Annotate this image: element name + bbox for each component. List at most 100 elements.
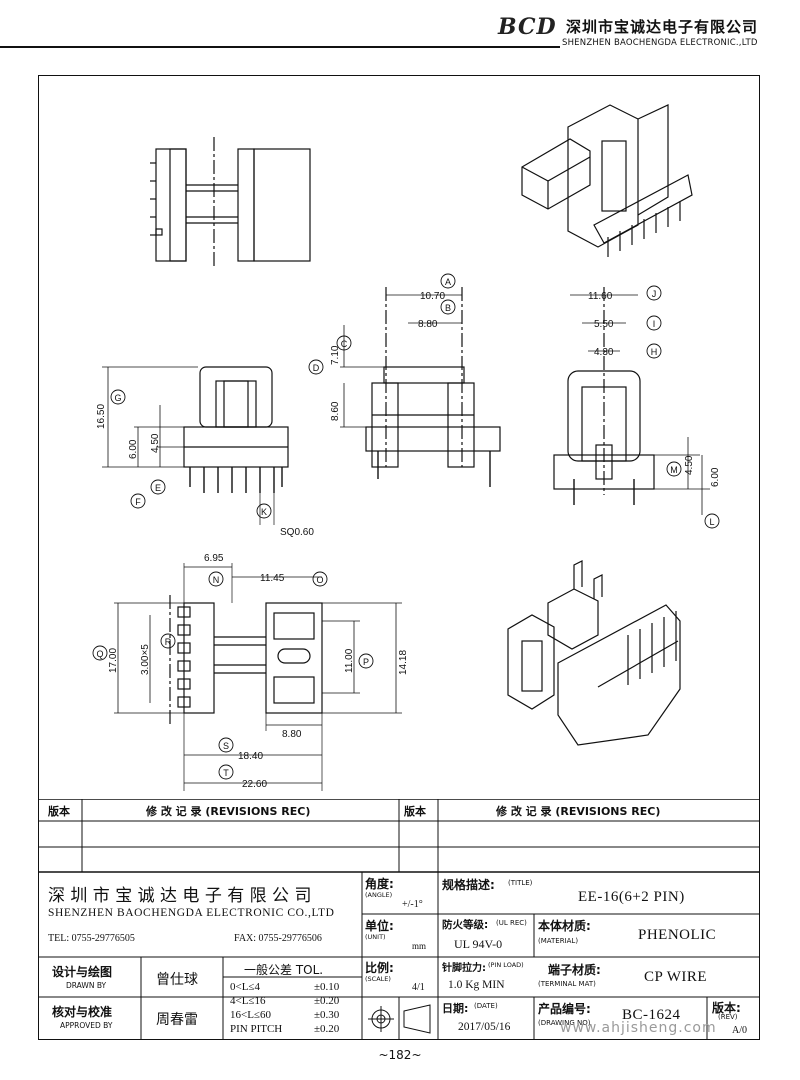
tol-range-4: PIN PITCH	[230, 1023, 283, 1035]
front-view	[102, 366, 289, 525]
title-value: EE-16(6+2 PIN)	[578, 889, 685, 905]
company-fax: FAX: 0755-29776506	[234, 933, 322, 944]
dim-side-h2: 8.60	[330, 401, 341, 421]
dim-right-h1: 4.50	[684, 455, 695, 475]
side-view	[340, 287, 501, 487]
balloon-c: C	[341, 339, 348, 349]
balloon-j: J	[652, 289, 657, 299]
scale-value: 4/1	[412, 982, 425, 993]
tol-range-2: 4<L≤16	[230, 995, 266, 1007]
scale-label-en: (SCALE)	[365, 975, 391, 983]
tol-value-4: ±0.20	[314, 1023, 340, 1035]
balloon-n: N	[213, 575, 220, 585]
dim-bot-l3: 22.60	[242, 779, 267, 790]
rev-col-rec-1: 修 改 记 录 (REVISIONS REC)	[146, 805, 311, 818]
rev-label-en: (REV)	[718, 1013, 738, 1021]
unit-label-en: (UNIT)	[365, 933, 386, 941]
approved-by-label-en: APPROVED BY	[60, 1021, 113, 1030]
pinload-label-en: (PIN LOAD)	[488, 961, 524, 969]
company-name-en: SHENZHEN BAOCHENGDA ELECTRONIC.,LTD	[562, 38, 758, 48]
tol-value-2: ±0.20	[314, 995, 340, 1007]
company-tel: TEL: 0755-29776505	[48, 933, 135, 944]
material-value: PHENOLIC	[638, 927, 717, 943]
dim-right-h2: 6.00	[710, 467, 721, 487]
header-rule	[0, 46, 560, 48]
tol-range-1: 0<L≤4	[230, 981, 260, 993]
end-view	[553, 287, 710, 515]
dim-side-h1: 7.10	[330, 345, 341, 365]
date-value: 2017/05/16	[458, 1021, 511, 1033]
page-header: BCD 深圳市宝诚达电子有限公司 SHENZHEN BAOCHENGDA ELE…	[0, 0, 800, 60]
dim-bot-h3: 14.18	[398, 650, 409, 675]
dim-right-w3: 4.30	[594, 347, 614, 358]
balloon-b: B	[445, 303, 451, 313]
angle-label: 角度:	[365, 877, 394, 891]
terminal-label-en: (TERMINAL MAT)	[538, 980, 596, 988]
balloon-o: O	[316, 575, 323, 585]
balloon-r: R	[165, 637, 172, 647]
rev-col-ver-2: 版本	[404, 805, 426, 818]
dim-right-w2: 5.50	[594, 319, 614, 330]
tol-range-3: 16<L≤60	[230, 1009, 271, 1021]
date-label: 日期:	[442, 1002, 469, 1015]
tolerance-title: 一般公差 TOL.	[244, 963, 324, 977]
dim-front-h3: 4.50	[150, 433, 161, 453]
drawn-by-value: 曾仕球	[156, 972, 198, 988]
top-view-left	[150, 137, 311, 267]
rev-value: A/0	[732, 1025, 747, 1036]
balloon-f: F	[135, 497, 141, 507]
balloon-i: I	[653, 319, 656, 329]
balloon-t: T	[223, 768, 229, 778]
title-block-grid	[38, 799, 760, 1040]
bottom-view	[114, 563, 402, 791]
angle-value: +/-1°	[402, 899, 423, 910]
balloon-k: K	[261, 507, 267, 517]
dim-front-h: 16.50	[96, 404, 107, 429]
date-label-en: (DATE)	[474, 1002, 498, 1010]
angle-label-en: (ANGLE)	[365, 891, 393, 899]
balloon-s: S	[223, 741, 229, 751]
unit-value: mm	[412, 941, 427, 951]
dim-bot-l1: 8.80	[282, 729, 302, 740]
isometric-view-bottom	[507, 560, 681, 746]
page-number: ~182~	[378, 1048, 422, 1062]
balloon-q: Q	[96, 649, 103, 659]
company-logo: BCD	[498, 14, 557, 40]
scale-label: 比例:	[365, 961, 394, 975]
company-en: SHENZHEN BAOCHENGDA ELECTRONIC CO.,LTD	[48, 907, 335, 919]
rev-label: 版本:	[712, 1001, 741, 1015]
balloon-p: P	[363, 657, 369, 667]
material-label-en: (MATERIAL)	[538, 937, 579, 945]
title-label-en: (TITLE)	[508, 879, 533, 887]
dim-bot-w1: 6.95	[204, 553, 224, 564]
material-label: 本体材质:	[538, 919, 591, 933]
company-cn: 深 圳 市 宝 诚 达 电 子 有 限 公 司	[48, 886, 312, 906]
approved-by-label: 核对与校准	[52, 1005, 113, 1019]
dim-bot-h: 17.00	[108, 648, 119, 673]
drawing-no-label: 产品编号:	[538, 1002, 591, 1016]
dim-top-inner: 8.80	[418, 319, 438, 330]
balloon-e: E	[155, 483, 161, 493]
terminal-label: 端子材质:	[548, 963, 601, 977]
rev-col-rec-2: 修 改 记 录 (REVISIONS REC)	[496, 805, 661, 818]
ul-value: UL 94V-0	[454, 937, 503, 951]
dim-bot-h2: 11.00	[344, 648, 355, 673]
drawing-no-label-en: (DRAWING NO)	[538, 1019, 591, 1027]
balloon-m: M	[670, 465, 678, 475]
technical-drawing: 10.70 8.80 7.10 8.60 11.60 5.50 4.30 4.5…	[92, 104, 721, 791]
title-block: 版本 修 改 记 录 (REVISIONS REC) 版本 修 改 记 录 (R…	[38, 799, 760, 1040]
isometric-view-top	[521, 104, 693, 257]
ul-label-en: (UL REC)	[496, 919, 527, 927]
balloon-a: A	[445, 277, 451, 287]
unit-label: 单位:	[365, 919, 394, 933]
dim-right-w1: 11.60	[588, 291, 613, 302]
dim-bot-pitch: 3.00×5	[140, 644, 151, 675]
pinload-value: 1.0 Kg MIN	[448, 979, 505, 991]
balloon-d: D	[313, 363, 320, 373]
tol-value-1: ±0.10	[314, 981, 340, 993]
pinload-label: 针脚拉力:	[442, 963, 486, 974]
tol-value-3: ±0.30	[314, 1009, 340, 1021]
balloon-g: G	[114, 393, 121, 403]
drawing-no-value: BC-1624	[622, 1007, 681, 1023]
drawn-by-label-en: DRAWN BY	[66, 981, 107, 990]
